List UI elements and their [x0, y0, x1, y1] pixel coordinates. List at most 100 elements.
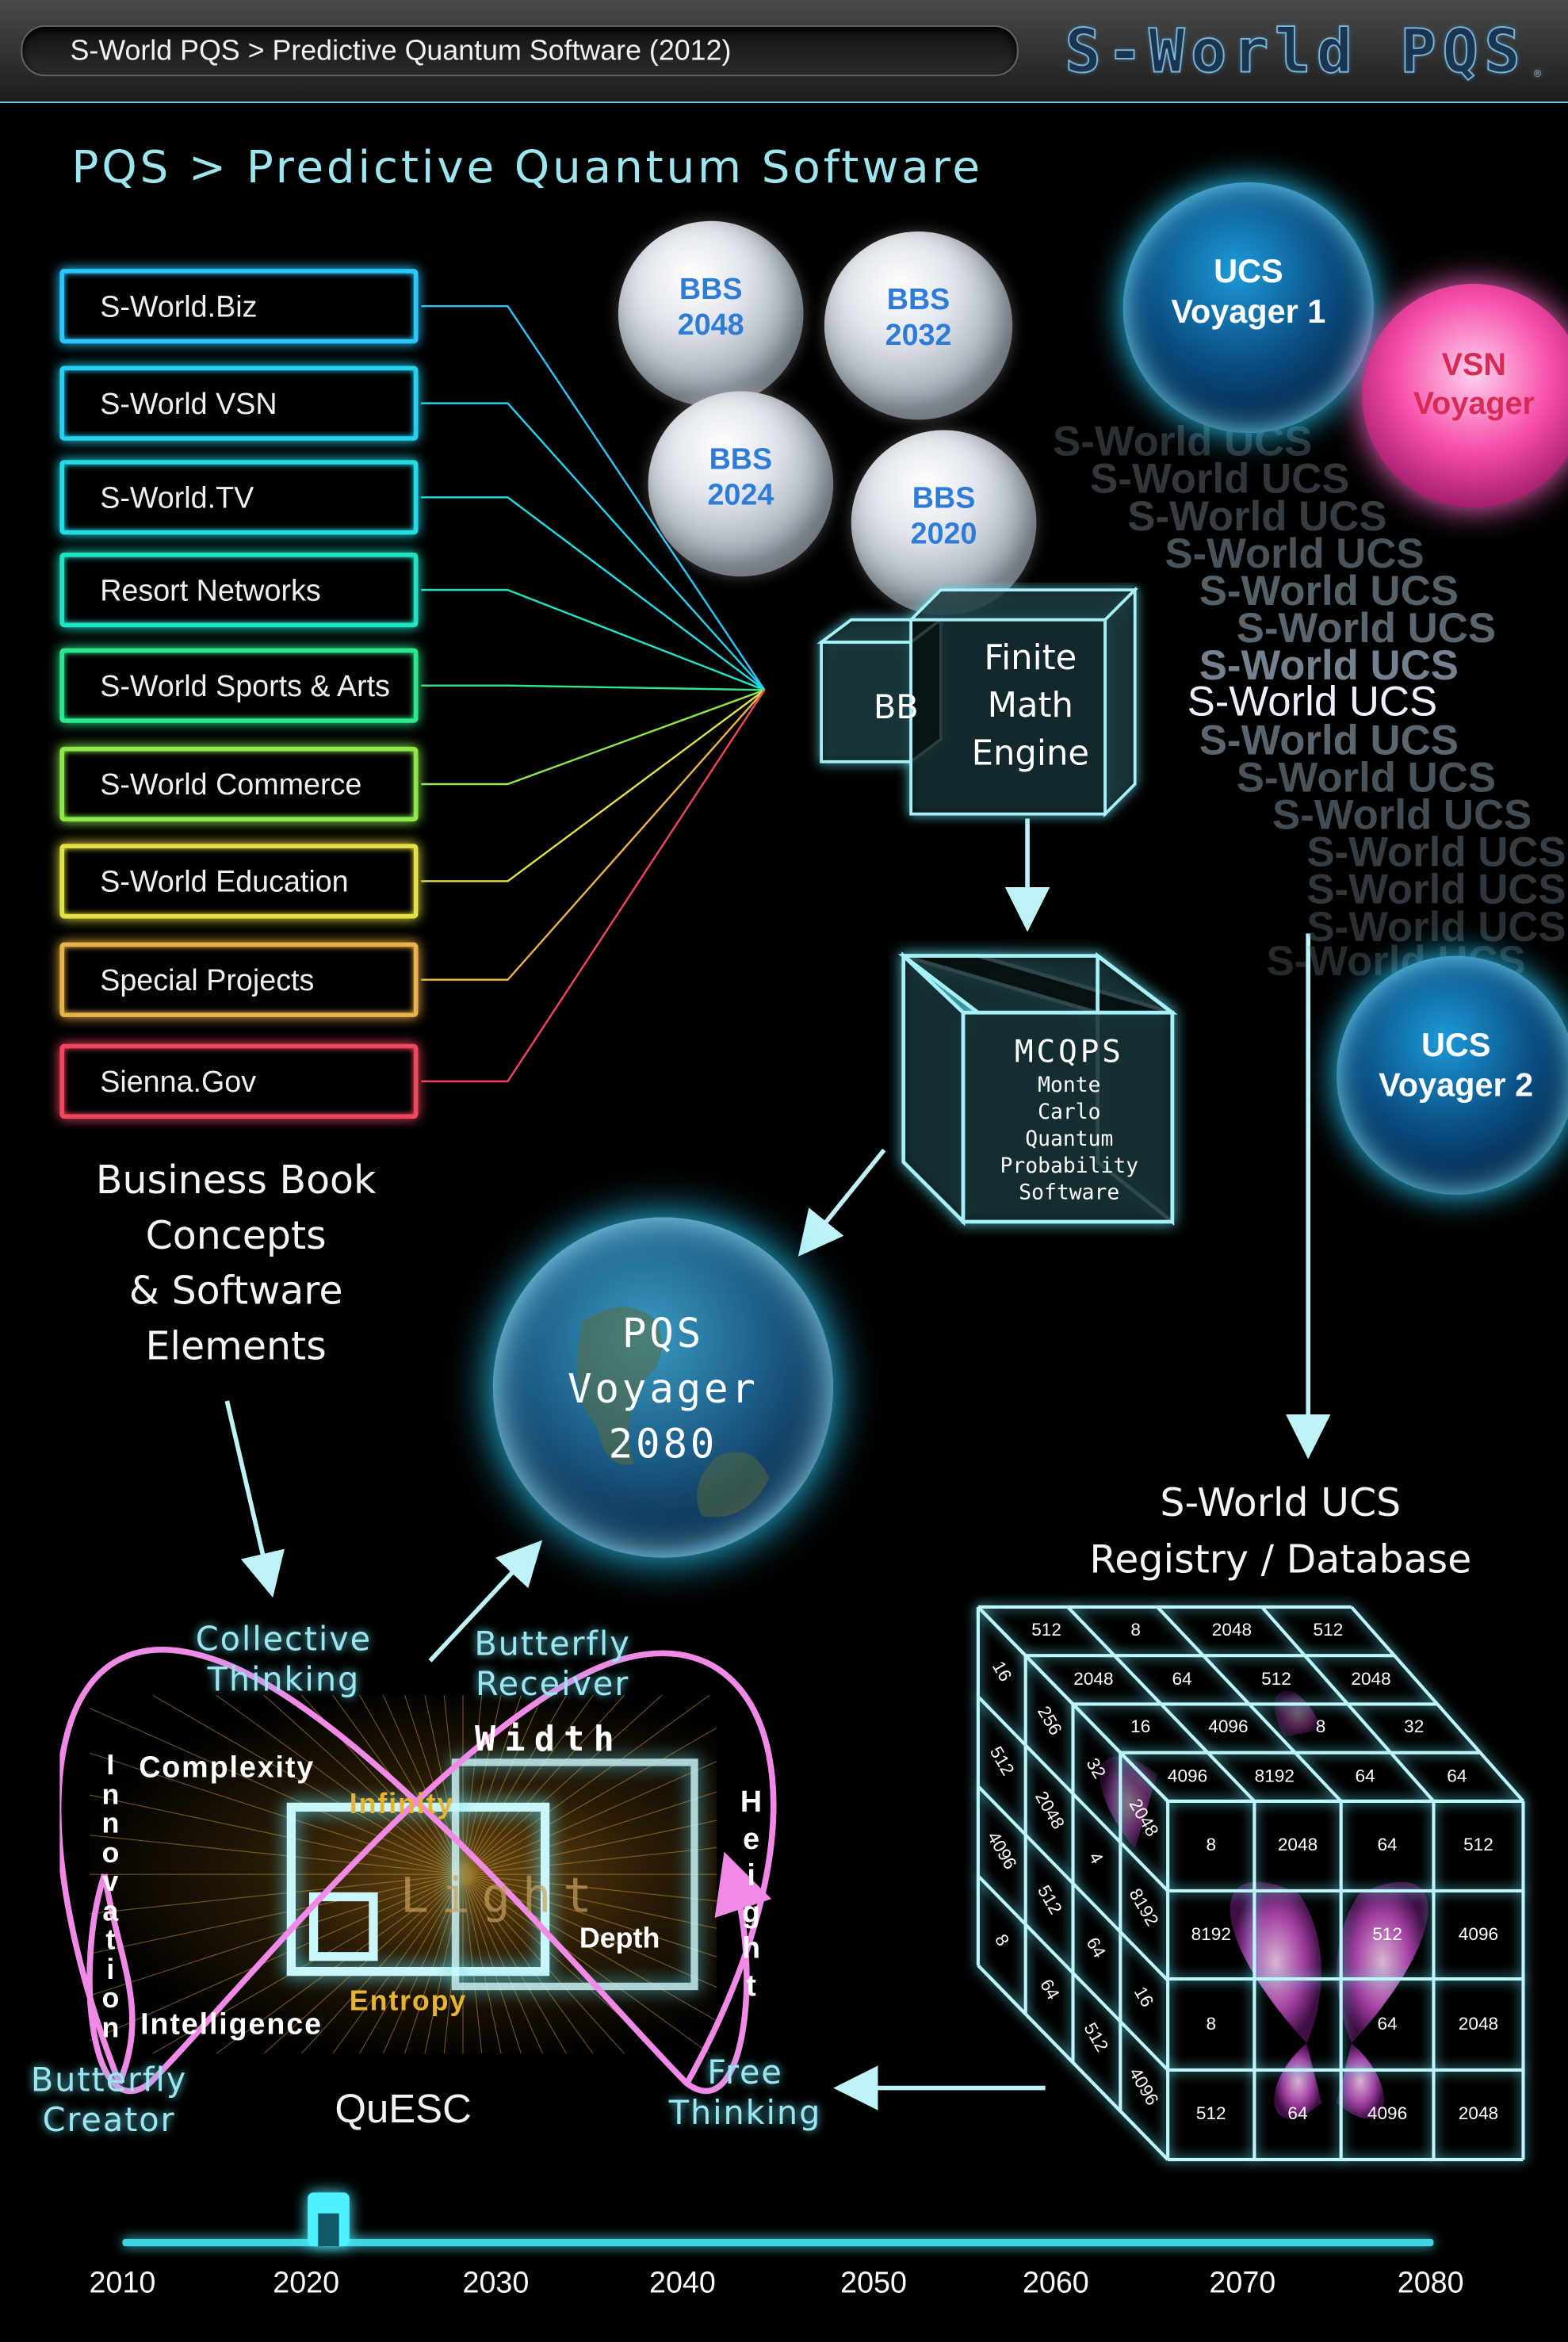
cube-cell-value: 512 — [1463, 1834, 1493, 1855]
cube-cell-value: 64 — [1377, 1834, 1398, 1855]
nav-item-s-world-education[interactable]: S-World Education — [59, 844, 419, 919]
connector-line — [421, 689, 765, 786]
bbs-2024-bubble[interactable]: BBS 2024 — [648, 391, 834, 577]
nav-item-s-world-vsn[interactable]: S-World VSN — [59, 365, 419, 441]
quesc-infinity-loops — [59, 1647, 777, 2094]
ucs-ghost-label: S-World UCS — [1165, 530, 1425, 577]
engine-cubes — [817, 586, 1139, 818]
mcqps-line-2: Carlo — [1038, 1100, 1101, 1125]
connector-line — [421, 689, 766, 1083]
timeline-year-label[interactable]: 2010 — [89, 2267, 156, 2301]
arrow-quesc-to-pqs — [428, 1540, 543, 1663]
timeline-year-label[interactable]: 2050 — [840, 2267, 907, 2301]
cube-cell-value: 16 — [1130, 1716, 1151, 1738]
mcqps-cube[interactable] — [889, 938, 1203, 1237]
brand-logo[interactable]: S-World PQS® — [1064, 17, 1541, 88]
cube-cell-value: 4096 — [1367, 2103, 1408, 2124]
quesc-label: QuESC — [335, 2086, 472, 2132]
nav-item-label: S-World Commerce — [100, 769, 362, 802]
cube-cell-value: 2048 — [1211, 1619, 1252, 1640]
breadcrumb[interactable]: S-World PQS > Predictive Quantum Softwar… — [21, 25, 1019, 77]
connector-line — [421, 684, 765, 691]
fme-line-1: Finite — [984, 639, 1077, 679]
depth-label: Depth — [579, 1923, 660, 1955]
nav-item-s-world-sports-arts[interactable]: S-World Sports & Arts — [59, 648, 419, 723]
butterfly-receiver-label: Butterfly Receiver — [474, 1626, 631, 1705]
mcqps-line-3: Quantum — [1025, 1127, 1114, 1152]
width-label: Width — [475, 1720, 624, 1760]
cube-cell-value: 2048 — [1458, 2012, 1499, 2034]
ucs-ghost-label: S-World UCS — [1199, 717, 1459, 763]
timeline-year-label[interactable]: 2030 — [462, 2267, 530, 2301]
bbs-2048-label: BBS 2048 — [677, 273, 744, 342]
finite-math-engine-label: Finite Math Engine — [956, 635, 1105, 779]
nav-item-special-projects[interactable]: Special Projects — [59, 942, 419, 1017]
mcqps-line-5: Software — [1019, 1181, 1120, 1206]
timeline-marker[interactable] — [308, 2192, 350, 2247]
cube-cell-value: 8 — [1130, 1619, 1141, 1640]
vsn-voyager-orb[interactable]: VSN Voyager — [1362, 283, 1568, 508]
timeline-track[interactable] — [122, 2238, 1434, 2247]
nav-item-s-world-biz[interactable]: S-World.Biz — [59, 269, 419, 344]
nav-item-sienna-gov[interactable]: Sienna.Gov — [59, 1043, 419, 1119]
nav-item-label: S-World.Biz — [100, 291, 258, 324]
connector-line — [421, 689, 766, 882]
butterfly-creator-label: Butterfly Creator — [30, 2062, 188, 2141]
ucs-voyager-2-orb[interactable]: UCS Voyager 2 — [1337, 955, 1568, 1196]
bbs-2032-bubble[interactable]: BBS 2032 — [824, 231, 1013, 420]
ucs-ghost-label: S-World UCS — [1306, 866, 1566, 913]
cube-cell-value: 8 — [1206, 2012, 1217, 2034]
mcqps-title: MCQPS — [1014, 1033, 1124, 1070]
bbs-2020-bubble[interactable]: BBS 2020 — [851, 430, 1037, 616]
timeline-year-label[interactable]: 2060 — [1022, 2267, 1089, 2301]
registry-line-2: Registry / Database — [1089, 1538, 1472, 1583]
cube-cell-value: 8 — [1206, 1834, 1217, 1855]
concepts-line-2: Concepts — [145, 1214, 327, 1260]
nav-item-label: Sienna.Gov — [100, 1066, 257, 1100]
concepts-line-1: Business Book — [95, 1158, 377, 1204]
pqs-voyager-orb[interactable]: PQS Voyager 2080 — [492, 1217, 834, 1558]
cube-cell-value: 64 — [1287, 2103, 1308, 2124]
nav-item-label: S-World Education — [100, 866, 349, 900]
timeline-year-label[interactable]: 2040 — [648, 2267, 716, 2301]
arrow-mcqps-to-pqs — [797, 1148, 886, 1257]
timeline-year-label[interactable]: 2020 — [273, 2267, 340, 2301]
ucs-ghost-label: S-World UCS — [1199, 567, 1459, 614]
collective-thinking-label: Collective Thinking — [195, 1621, 373, 1700]
fme-line-3: Engine — [971, 734, 1090, 774]
intelligence-label: Intelligence — [140, 2008, 323, 2042]
registry-cube[interactable] — [956, 1595, 1554, 2178]
ucs-ghost-label: S-World UCS — [1199, 642, 1459, 689]
connector-line — [421, 402, 766, 691]
cube-cell-value: 2048 — [1458, 2103, 1499, 2124]
timeline-year-label[interactable]: 2070 — [1209, 2267, 1276, 2301]
cube-cell-value: 64 — [1355, 1765, 1375, 1786]
connector-line — [421, 496, 766, 691]
infinity-label: Infinity — [349, 1789, 455, 1821]
ucs-voyager-2-label: UCS Voyager 2 — [1379, 1026, 1534, 1104]
bbs-2048-bubble[interactable]: BBS 2048 — [618, 220, 804, 407]
cube-cell-value: 4096 — [1167, 1765, 1208, 1786]
nav-item-s-world-tv[interactable]: S-World.TV — [59, 460, 419, 535]
cube-cell-value: 2048 — [1277, 1834, 1318, 1855]
cube-cell-value: 2048 — [1073, 1667, 1114, 1690]
nav-item-s-world-commerce[interactable]: S-World Commerce — [59, 746, 419, 822]
cube-cell-value: 4096 — [1458, 1923, 1499, 1944]
bbs-2024-label: BBS 2024 — [707, 443, 774, 513]
earth-continents — [577, 1307, 770, 1517]
entropy-label: Entropy — [349, 1986, 468, 2019]
nav-item-resort-networks[interactable]: Resort Networks — [59, 553, 419, 628]
ucs-voyager-1-orb[interactable]: UCS Voyager 1 — [1122, 182, 1375, 434]
bbs-2020-label: BBS 2020 — [910, 482, 977, 552]
nav-item-label: S-World VSN — [100, 388, 277, 422]
timeline-year-label[interactable]: 2080 — [1397, 2267, 1464, 2301]
cube-cell-value: 512 — [1313, 1619, 1344, 1640]
registry-label: S-World UCS Registry / Database — [1075, 1475, 1486, 1589]
arrow-concepts-to-quesc — [224, 1400, 285, 1598]
registered-mark: ® — [1533, 67, 1542, 81]
nav-item-label: S-World.TV — [100, 482, 254, 515]
ucs-ghost-label: S-World UCS — [1236, 604, 1497, 652]
